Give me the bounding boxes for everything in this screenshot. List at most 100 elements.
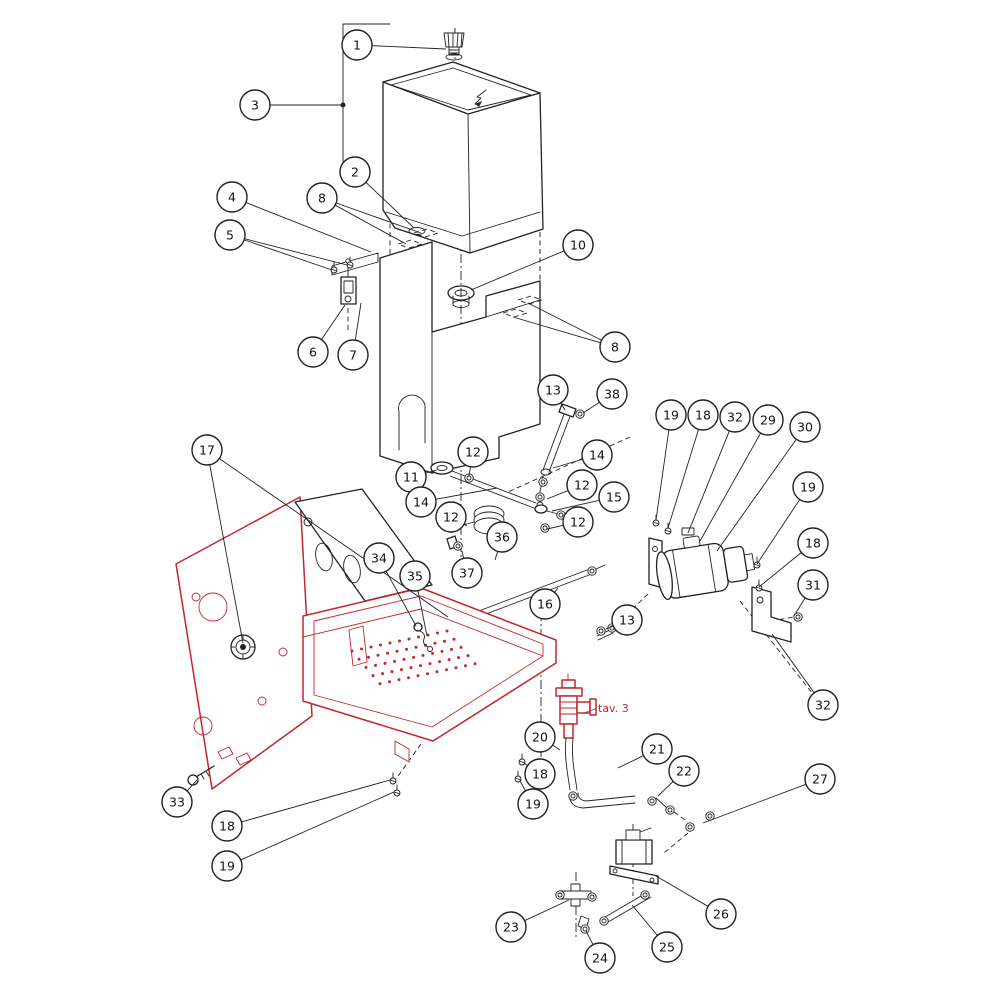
balloon-number: 12 — [465, 445, 481, 460]
balloon-number: 12 — [574, 478, 590, 493]
callout-19-40: 19 — [517, 780, 549, 820]
callout-19-44: 19 — [211, 791, 395, 882]
callout-37-32: 37 — [451, 550, 483, 589]
balloon-number: 30 — [797, 420, 813, 435]
balloon-circle — [804, 763, 836, 795]
pump-motor — [655, 535, 756, 601]
balloon-number: 8 — [318, 191, 326, 206]
callout-4-3: 4 — [216, 181, 372, 253]
leader-line — [552, 458, 583, 469]
balloon-circle — [705, 898, 737, 930]
nut-icon — [793, 612, 803, 622]
balloon-circle — [792, 471, 824, 503]
leader-line — [334, 204, 407, 245]
screw-icon — [753, 556, 761, 569]
balloon-number: 16 — [537, 597, 553, 612]
nut-icon — [647, 796, 657, 806]
callout-19-12: 19 — [655, 399, 687, 521]
balloon-circle — [339, 156, 371, 188]
balloon-number: 2 — [351, 165, 359, 180]
water-tank — [382, 61, 544, 254]
leader-line — [519, 780, 527, 792]
callout-14-20: 14 — [405, 486, 498, 518]
balloon-circle — [596, 378, 628, 410]
balloon-number: 35 — [407, 569, 423, 584]
balloon-circle — [687, 399, 719, 431]
balloon-number: 24 — [592, 951, 608, 966]
leader-line — [245, 202, 372, 253]
callout-16-33: 16 — [529, 587, 561, 620]
balloon-circle — [451, 557, 483, 589]
solenoid-valve — [609, 827, 659, 885]
leader-line — [687, 430, 730, 534]
balloon-circle — [216, 181, 248, 213]
callout-12-24: 12 — [546, 506, 594, 538]
callout-38-11: 38 — [582, 378, 628, 414]
callout-36-31: 36 — [486, 521, 518, 561]
balloon-number: 17 — [199, 443, 215, 458]
pump-clamp — [681, 527, 695, 536]
balloon-number: 14 — [413, 495, 429, 510]
pump-head — [722, 545, 749, 583]
balloon-number: 38 — [604, 387, 620, 402]
perforation-grid — [350, 629, 477, 686]
balloon-circle — [297, 336, 329, 368]
balloon-circle — [562, 506, 594, 538]
leader-line — [771, 633, 815, 694]
balloon-circle — [529, 588, 561, 620]
balloon-number: 12 — [570, 515, 586, 530]
leader-line — [655, 429, 670, 521]
balloon-number: 21 — [649, 742, 665, 757]
callout-23-45: 23 — [495, 899, 570, 943]
pin-spring — [413, 622, 433, 652]
callout-27-41: 27 — [702, 763, 836, 824]
balloon-number: 18 — [695, 408, 711, 423]
leader-line — [756, 499, 801, 565]
balloon-circle — [363, 542, 395, 574]
balloon-circle — [752, 404, 784, 436]
leader-line — [582, 401, 600, 414]
balloon-number: 19 — [663, 408, 679, 423]
callout-18-13: 18 — [667, 399, 719, 529]
balloon-circle — [435, 501, 467, 533]
bolt-33 — [187, 765, 215, 786]
callout-1-0: 1 — [341, 29, 447, 61]
leader-line — [702, 783, 807, 824]
leader-line — [321, 304, 346, 340]
callout-19-25: 19 — [756, 471, 824, 565]
panel-knob — [230, 634, 256, 660]
screw-icon — [393, 784, 401, 797]
balloon-circle — [191, 434, 223, 466]
callout-20-36: 20 — [524, 721, 561, 753]
callout-30-16: 30 — [716, 411, 821, 552]
balloon-circle — [341, 29, 373, 61]
screw-icon — [389, 772, 397, 785]
balloon-circle — [405, 486, 437, 518]
balloon-circle — [719, 401, 751, 433]
callout-12-21: 12 — [546, 469, 598, 501]
callout-3-1: 3 — [239, 89, 341, 121]
leader-line — [605, 625, 614, 630]
balloon-circle — [214, 219, 246, 251]
balloon-number: 18 — [532, 767, 548, 782]
balloon-circle — [641, 733, 673, 765]
balloon-circle — [807, 689, 839, 721]
balloon-circle — [598, 481, 630, 513]
balloon-circle — [566, 469, 598, 501]
balloon-number: 33 — [169, 795, 185, 810]
balloon-circle — [306, 182, 338, 214]
nut-icon — [685, 822, 695, 832]
leader-line — [512, 316, 601, 344]
balloon-number: 13 — [545, 383, 561, 398]
mount-plate — [331, 252, 379, 276]
leader-line — [435, 487, 498, 500]
callout-32-35: 32 — [771, 633, 839, 721]
balloon-number: 23 — [503, 920, 519, 935]
leader-line — [240, 791, 395, 861]
balloon-number: 18 — [219, 819, 235, 834]
balloon-circle — [495, 911, 527, 943]
inlet-fitting — [447, 285, 475, 301]
leader-line — [552, 744, 561, 751]
screw-icon — [330, 261, 338, 274]
